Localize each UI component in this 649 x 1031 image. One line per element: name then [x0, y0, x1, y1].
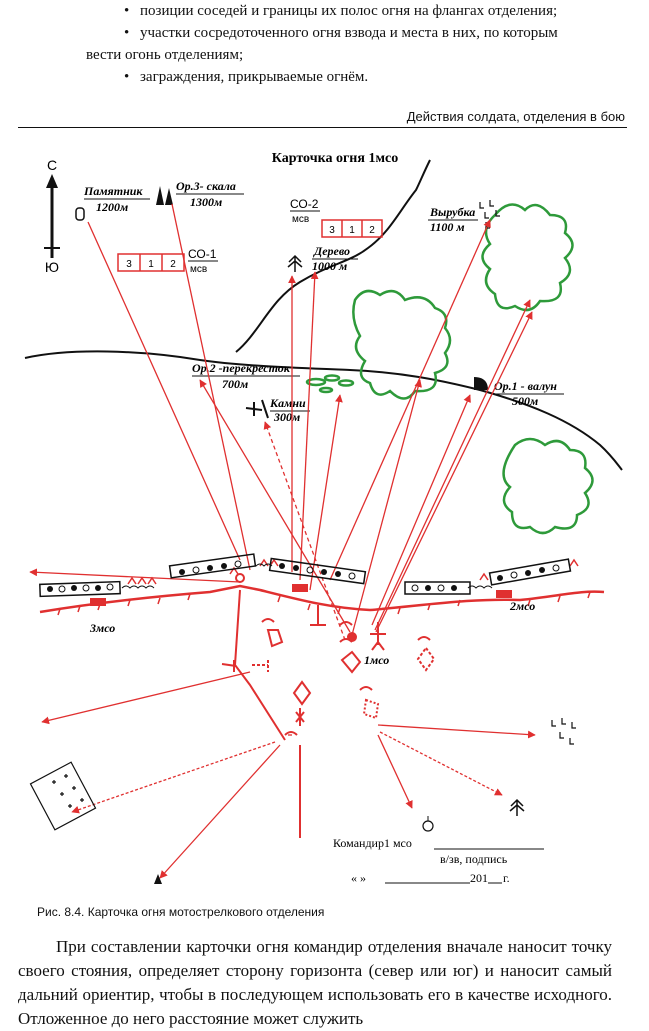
signature-commander: Командир1 мсо: [333, 836, 412, 850]
so2-box: 3 1 2: [321, 219, 383, 238]
signature-year: 201: [470, 871, 488, 885]
signature-sub: в/зв, подпись: [440, 852, 508, 866]
body-paragraph: При составлении карточки огня командир о…: [18, 937, 612, 1028]
rock-icon: [156, 186, 173, 205]
squad-positions: [221, 573, 436, 838]
landmark-tree-name: Дерево: [313, 244, 350, 258]
signature-year-suffix: г.: [503, 871, 510, 885]
landmark-monument-dist: 1200м: [96, 200, 128, 214]
list-item: •участки сосредоточенного огня взвода и …: [86, 22, 626, 44]
road-upper: [235, 159, 431, 353]
list-item: •позиции соседей и границы их полос огня…: [86, 0, 626, 22]
fire-card-figure: Карточка огня 1мсо С Ю Памятник 1200м Ор…: [24, 151, 623, 885]
svg-text:1: 1: [349, 225, 355, 236]
svg-text:3: 3: [126, 259, 132, 270]
so2-name: СО-2: [290, 197, 319, 211]
bottom-left-marker-icon: [154, 874, 162, 884]
north-label: С: [47, 157, 57, 173]
svg-text:3: 3: [329, 225, 335, 236]
tree-icon: [287, 254, 303, 272]
landmark-monument-name: Памятник: [83, 184, 143, 198]
list-item-continuation: вести огонь отделениям;: [86, 47, 244, 63]
landmark-boulder-dist: 500м: [512, 394, 538, 408]
landmark-rock-name: Ор.3- скала: [176, 179, 236, 193]
bullet-dot-icon: •: [124, 3, 130, 19]
fire-lines: [29, 203, 536, 879]
header-rule: [18, 127, 627, 128]
running-head: Действия солдата, отделения в бою: [406, 109, 625, 124]
unit-label-left: 3мсо: [89, 621, 115, 635]
landmark-stones-name: Камни: [269, 396, 306, 410]
clearing-icon: [479, 200, 500, 229]
landmark-clearing-dist: 1100 м: [430, 220, 465, 234]
so1-box: 3 1 2: [117, 253, 185, 272]
bottom-marker-icon: [422, 816, 434, 832]
landmark-boulder-name: Ор.1 - валун: [494, 379, 557, 393]
figure-caption: Рис. 8.4. Карточка огня мотострелкового …: [37, 905, 325, 919]
front-line: [39, 553, 605, 616]
landmark-crossroad-name: Ор.2 -перекресток: [192, 361, 291, 375]
so1-unit: мсв: [190, 264, 207, 275]
unit-label-right: 2мсо: [509, 599, 535, 613]
svg-text:2: 2: [170, 259, 176, 270]
boulder-icon: [474, 377, 488, 390]
right-clearing-icon: [551, 718, 576, 745]
south-label: Ю: [45, 259, 59, 275]
landmark-rock-dist: 1300м: [190, 195, 222, 209]
bullet-list: •позиции соседей и границы их полос огня…: [86, 0, 626, 88]
landmark-stones-dist: 300м: [273, 410, 300, 424]
right-tree-icon: [509, 798, 525, 816]
landmark-clearing-name: Вырубка: [429, 205, 475, 219]
compass-icon: С Ю: [44, 157, 60, 275]
bullet-dot-icon: •: [124, 69, 130, 85]
crossroad-icon: [245, 399, 269, 419]
landmark-crossroad-dist: 700м: [222, 377, 248, 391]
unit-label-center: 1мсо: [364, 653, 389, 667]
svg-text:1: 1: [148, 259, 154, 270]
landmark-tree-dist: 1000 м: [312, 259, 347, 273]
figure-title: Карточка огня 1мсо: [272, 151, 398, 166]
so2-unit: мсв: [292, 214, 309, 225]
so1-name: СО-1: [188, 247, 217, 261]
minefield-grid-icon: [29, 761, 97, 831]
list-item: •заграждения, прикрываемые огнём.: [86, 66, 626, 88]
bullet-dot-icon: •: [124, 25, 130, 41]
monument-icon: [75, 207, 85, 221]
svg-text:2: 2: [369, 225, 375, 236]
woods-icon: [305, 203, 594, 535]
signature-date-open: « »: [351, 871, 366, 885]
road-lower: [24, 350, 623, 471]
